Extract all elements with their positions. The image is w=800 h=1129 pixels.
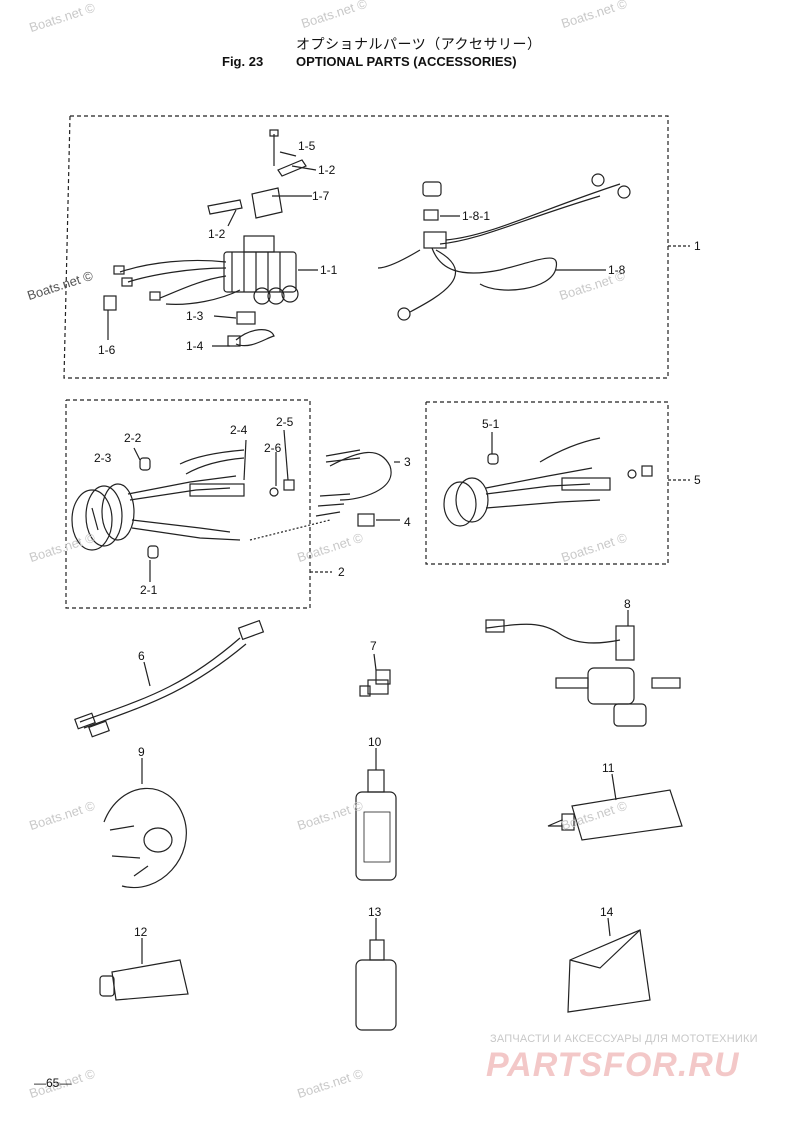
rectifier-assembly <box>103 235 299 311</box>
callout-1-6: 1-6 <box>98 343 116 357</box>
callout-2-6: 2-6 <box>264 441 282 455</box>
callout-2: 2 <box>338 565 345 579</box>
callout-12: 12 <box>134 925 148 939</box>
callout-7: 7 <box>370 639 377 653</box>
gauge-5 <box>443 437 653 527</box>
group-5-frame <box>425 401 669 565</box>
sealant-tube <box>99 959 189 1001</box>
repair-pouch <box>567 929 651 1013</box>
callout-10: 10 <box>368 735 382 749</box>
callout-4: 4 <box>404 515 411 529</box>
figure-number: Fig. 23 <box>222 54 264 69</box>
oil-bottle <box>355 769 397 881</box>
callout-1-5: 1-5 <box>298 139 316 153</box>
callout-5-1: 5-1 <box>482 417 500 431</box>
flywheel-guard <box>103 787 187 889</box>
fuel-fitting <box>359 669 391 697</box>
callout-2-5: 2-5 <box>276 415 294 429</box>
callout-2-2: 2-2 <box>124 431 142 445</box>
spray-can <box>355 939 397 1031</box>
diagram-title: OPTIONAL PARTS (ACCESSORIES) <box>296 54 517 69</box>
callout-1-7: 1-7 <box>312 189 330 203</box>
callout-3: 3 <box>404 455 411 469</box>
shop-logo: PARTSFOR.RU <box>486 1046 740 1084</box>
callout-1-4: 1-4 <box>186 339 204 353</box>
callout-6: 6 <box>138 649 145 663</box>
callout-1-8: 1-8 <box>608 263 626 277</box>
callout-1-1: 1-1 <box>320 263 338 277</box>
callout-5: 5 <box>694 473 701 487</box>
callout-1-8-1: 1-8-1 <box>462 209 490 223</box>
gauge-2 <box>71 449 295 559</box>
extension-cable <box>74 619 265 738</box>
callout-13: 13 <box>368 905 382 919</box>
callout-1-2-upper: 1-2 <box>318 163 336 177</box>
callout-9: 9 <box>138 745 145 759</box>
grease-tube <box>547 789 683 841</box>
callout-8: 8 <box>624 597 631 611</box>
remote-control-switch <box>485 619 681 727</box>
group-1-frame <box>63 115 669 379</box>
gauge-harness <box>249 449 392 541</box>
callout-1-3: 1-3 <box>186 309 204 323</box>
callout-2-3: 2-3 <box>94 451 112 465</box>
callout-1-2-lower: 1-2 <box>208 227 226 241</box>
page-number: —65— <box>34 1076 72 1090</box>
japanese-title: オプショナルパーツ（アクセサリー） <box>296 36 542 52</box>
callout-2-4: 2-4 <box>230 423 248 437</box>
callout-11: 11 <box>602 761 615 775</box>
callout-1: 1 <box>694 239 701 253</box>
callout-14: 14 <box>600 905 614 919</box>
group-2-frame <box>65 399 311 609</box>
callout-2-1: 2-1 <box>140 583 158 597</box>
rectifier-mounting-hardware <box>207 129 307 347</box>
wire-harness <box>377 173 631 321</box>
shop-tagline: ЗАПЧАСТИ И АКСЕССУАРЫ ДЛЯ МОТОТЕХНИКИ <box>490 1033 758 1045</box>
